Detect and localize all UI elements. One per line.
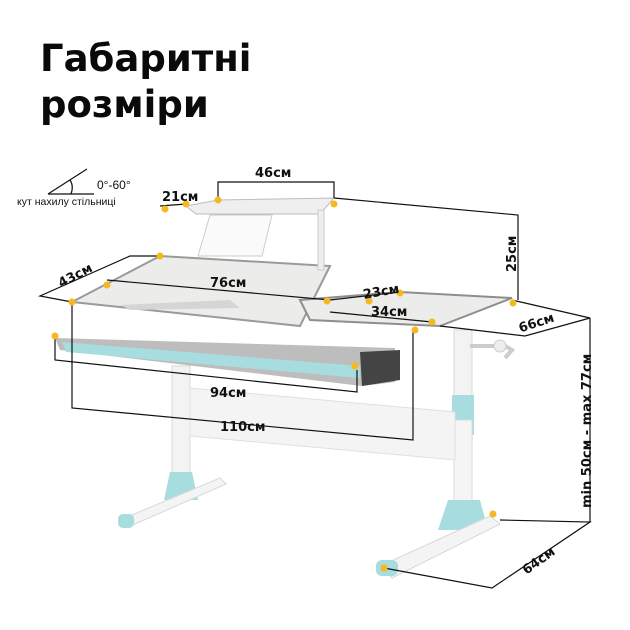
dim-height-range: min 50см - max 77см xyxy=(580,353,595,508)
tilt-angle-icon xyxy=(47,168,94,195)
top-shelf xyxy=(184,197,336,271)
drawer xyxy=(55,338,400,386)
title-line-1: Габаритні xyxy=(40,37,252,80)
tilt-range-label: 0°-60° xyxy=(97,178,131,192)
right-leg xyxy=(376,329,516,579)
tilt-caption: кут нахилу стільниці xyxy=(17,196,116,208)
dim-shelf-width: 46см xyxy=(255,166,292,181)
dim-main-top-width: 76см xyxy=(210,276,247,291)
dim-side-top-width: 34см xyxy=(371,305,408,320)
dimension-lines xyxy=(37,181,592,589)
dimension-markers xyxy=(51,196,517,572)
main-desktop xyxy=(68,254,332,328)
dim-desk-width: 110см xyxy=(220,420,266,435)
title-line-2: розміри xyxy=(40,83,209,126)
page-title: Габаритні розміри xyxy=(40,36,251,128)
dim-shelf-depth: 21см xyxy=(162,190,199,205)
dim-drawer-width: 94см xyxy=(210,386,247,401)
dim-shelf-height: 25см xyxy=(505,235,520,272)
crossbar xyxy=(189,387,456,461)
